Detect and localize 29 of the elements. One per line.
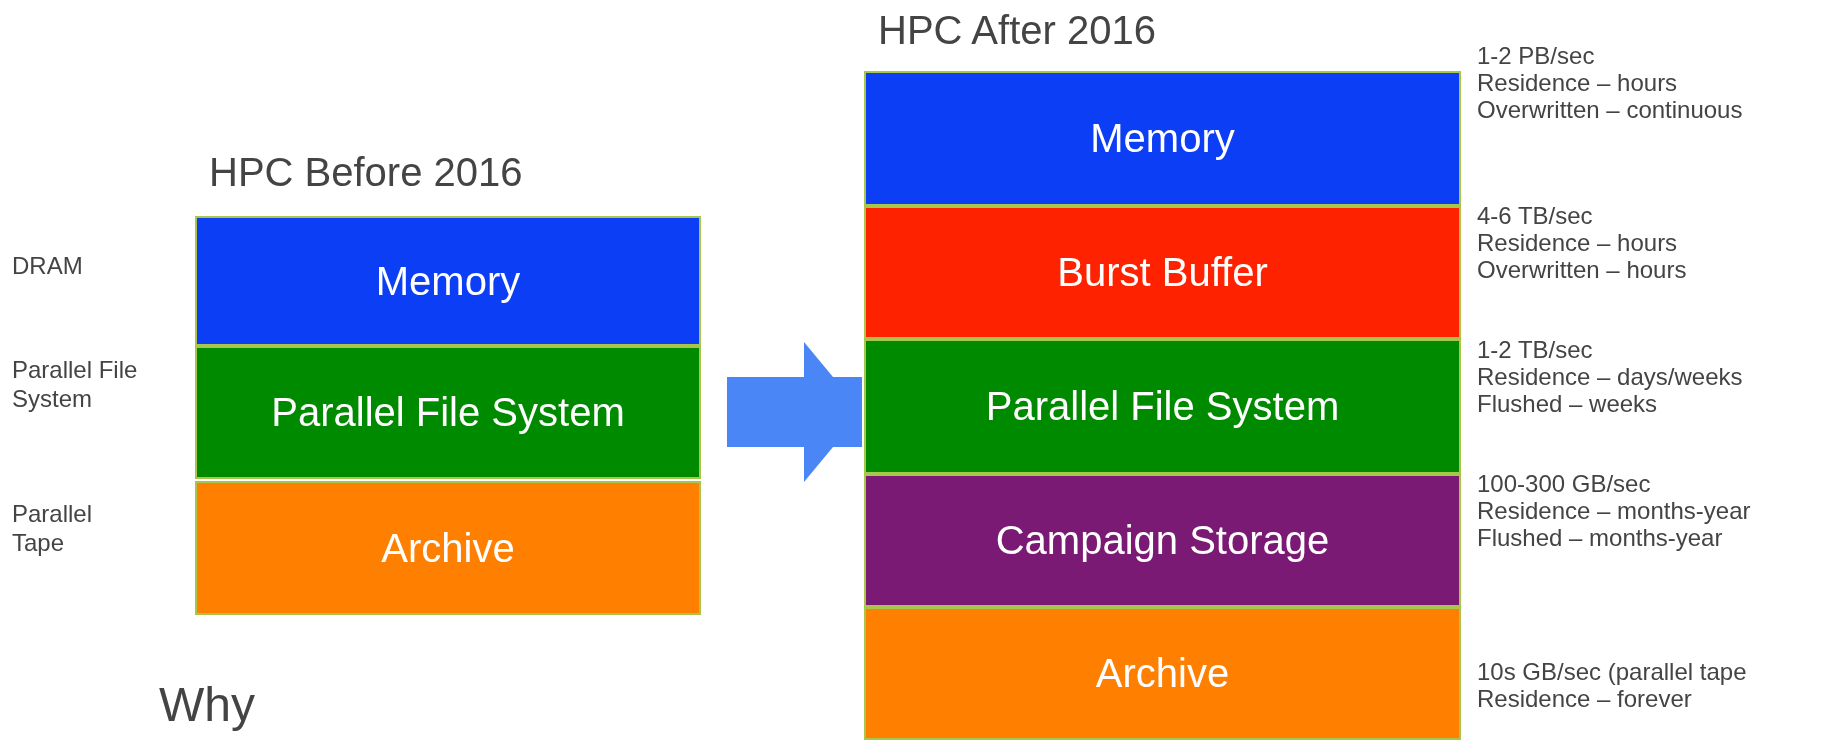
- storage-layer: Memory: [195, 216, 701, 346]
- bullet-text: Why: [159, 677, 255, 733]
- stack-heading: HPC Before 2016: [209, 150, 523, 195]
- side-note: 1-2 PB/sec: [1477, 42, 1596, 69]
- block-arrow: [727, 342, 862, 482]
- storage-layer: Parallel File System: [864, 339, 1461, 474]
- side-note: Residence – days/weeks: [1477, 363, 1743, 390]
- side-note: Residence – hours: [1477, 229, 1679, 256]
- side-note: Residence – forever: [1477, 685, 1693, 712]
- storage-layer: Archive: [864, 607, 1461, 740]
- side-note: 4-6 TB/sec: [1477, 202, 1594, 229]
- stack-heading: HPC After 2016: [878, 8, 1156, 53]
- storage-layer: Burst Buffer: [864, 206, 1461, 339]
- side-note: Overwritten – continuous: [1477, 96, 1743, 123]
- side-note: Parallel Tape: [12, 500, 94, 558]
- storage-layer: Memory: [864, 71, 1461, 206]
- side-note: Flushed – weeks: [1477, 390, 1659, 417]
- storage-layer: Campaign Storage: [864, 474, 1461, 607]
- side-note: 100-300 GB/sec: [1477, 470, 1652, 497]
- side-note: 1-2 TB/sec: [1477, 336, 1594, 363]
- side-note: DRAM: [12, 252, 84, 281]
- side-note: Residence – months-year: [1477, 497, 1751, 524]
- side-note: Parallel File System: [12, 356, 139, 414]
- side-note: 10s GB/sec (parallel tape: [1477, 658, 1747, 685]
- side-note: Flushed – months-year: [1477, 524, 1724, 551]
- storage-layer: Parallel File System: [195, 346, 701, 479]
- side-note: Residence – hours: [1477, 69, 1679, 96]
- storage-layer: Archive: [195, 481, 701, 615]
- side-note: Overwritten – hours: [1477, 256, 1687, 283]
